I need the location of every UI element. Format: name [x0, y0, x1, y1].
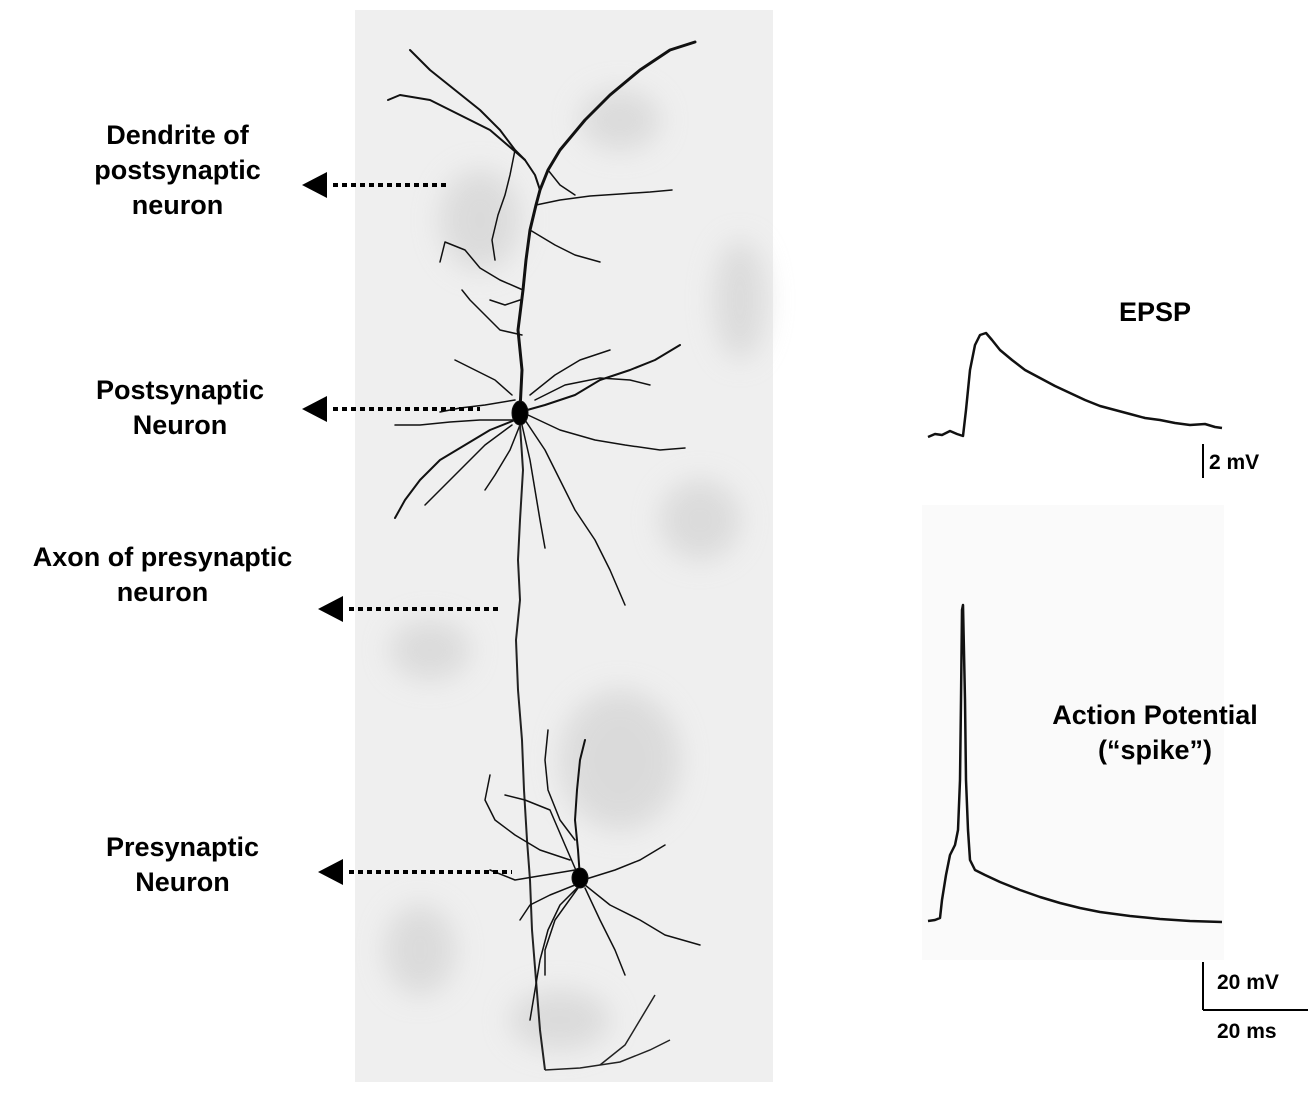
label-presynaptic-line1: Presynaptic — [105, 832, 260, 862]
arrow-dendrite — [302, 172, 448, 198]
arrow-axon — [318, 596, 498, 622]
label-presynaptic: Presynaptic Neuron — [70, 830, 295, 900]
arrow-postsynaptic — [302, 396, 480, 422]
epsp-trace — [927, 331, 1223, 439]
ap-scale-t-label: 20 ms — [1217, 1020, 1277, 1043]
action-potential-trace — [927, 603, 1223, 924]
label-dendrite: Dendrite of postsynaptic neuron — [70, 118, 285, 223]
presynaptic-neuron — [484, 729, 701, 1021]
label-dendrite-line2: postsynaptic — [94, 155, 261, 185]
epsp-title: EPSP — [1118, 297, 1192, 327]
ap-scale-v-label: 20 mV — [1217, 971, 1279, 994]
label-axon: Axon of presynaptic neuron — [0, 540, 325, 610]
label-dendrite-line3: neuron — [131, 190, 224, 220]
label-axon-line2: neuron — [116, 577, 209, 607]
label-postsynaptic-line1: Postsynaptic — [95, 375, 265, 405]
ap-title-line2: (“spike”) — [1097, 735, 1213, 765]
label-postsynaptic: Postsynaptic Neuron — [65, 373, 295, 443]
label-dendrite-line1: Dendrite of — [106, 120, 249, 150]
arrow-presynaptic — [318, 859, 512, 885]
presynaptic-axon — [514, 424, 671, 1071]
tissue-staining — [385, 90, 765, 1050]
ap-title-line1: Action Potential — [1052, 700, 1258, 730]
label-axon-line1: Axon of presynaptic — [32, 542, 293, 572]
label-presynaptic-line2: Neuron — [135, 867, 230, 897]
epsp-scale-label: 2 mV — [1209, 451, 1260, 474]
ap-title: Action Potential (“spike”) — [1020, 698, 1290, 768]
label-postsynaptic-line2: Neuron — [132, 410, 228, 440]
postsynaptic-neuron — [387, 40, 697, 606]
trace-panel-background — [922, 505, 1224, 960]
